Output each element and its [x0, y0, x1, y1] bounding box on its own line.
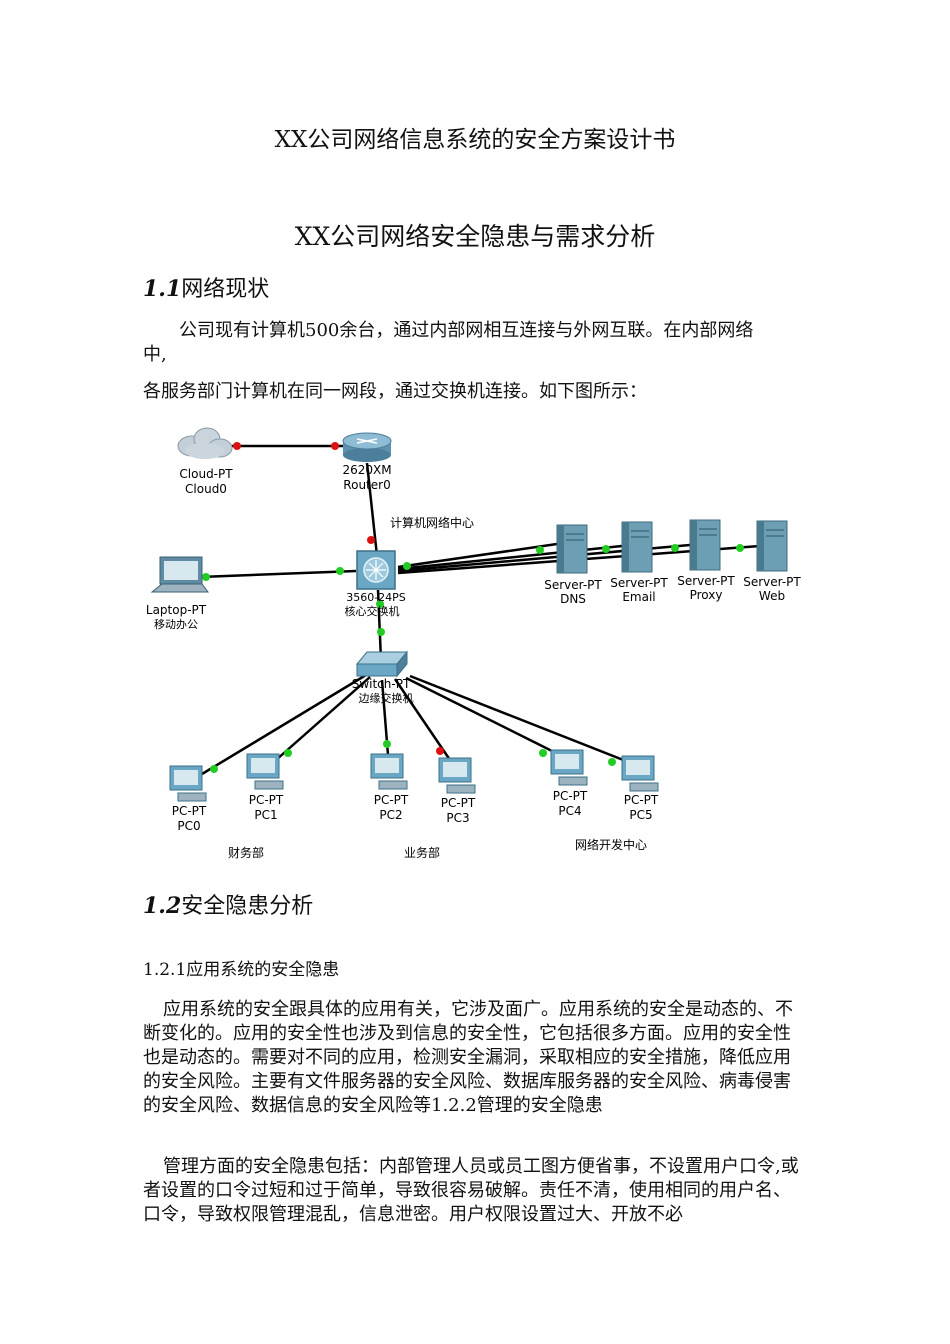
router-name-label: Router0 — [343, 478, 390, 492]
heading-label: 网络现状 — [181, 277, 270, 302]
pc-icon — [169, 765, 207, 802]
server-name-label: Proxy — [690, 588, 723, 602]
subheading-1-2-1: 1.2.1应用系统的安全隐患 — [143, 960, 340, 980]
pc-name-label: PC0 — [177, 819, 200, 833]
network-center-label: 计算机网络中心 — [390, 515, 474, 530]
router-icon — [342, 432, 392, 462]
pc-icon — [621, 755, 659, 792]
router-type-label: 2620XM — [342, 463, 391, 477]
document-title: XX公司网络信息系统的安全方案设计书 — [274, 127, 676, 153]
pc-type-label: PC-PT — [624, 793, 659, 807]
server-type-label: Server-PT — [677, 574, 735, 588]
server-name-label: Email — [622, 590, 655, 604]
laptop-type-label: Laptop-PT — [146, 603, 207, 617]
pc-icon — [370, 753, 408, 790]
pc-type-label: PC-PT — [172, 804, 207, 818]
server-type-label: Server-PT — [610, 576, 668, 590]
server-type-label: Server-PT — [743, 575, 801, 589]
pc-name-label: PC5 — [629, 808, 652, 822]
pc-name-label: PC3 — [446, 811, 469, 825]
server-icon — [621, 521, 653, 573]
pc-type-label: PC-PT — [374, 793, 409, 807]
paragraph-line: 公司现有计算机500余台，通过内部网相互连接与外网互联。在内部网络 — [179, 320, 754, 341]
paragraph-line: 中, — [143, 344, 167, 365]
department-label: 网络开发中心 — [575, 837, 647, 852]
server-icon — [689, 519, 721, 571]
edge-switch-type-label: Switch-PT — [352, 677, 411, 691]
core-switch-name-label: 核心交换机 — [345, 604, 400, 618]
pc-icon — [550, 749, 588, 786]
edge-switch-name-label: 边缘交换机 — [359, 691, 414, 705]
heading-label: 安全隐患分析 — [181, 894, 314, 919]
paragraph-line: 各服务部门计算机在同一网段，通过交换机连接。如下图所示： — [143, 381, 647, 402]
pc-icon — [438, 757, 476, 794]
server-icon — [756, 520, 788, 572]
server-name-label: DNS — [560, 592, 586, 606]
server-type-label: Server-PT — [544, 578, 602, 592]
heading-1-2: 1.2安全隐患分析 — [143, 888, 313, 920]
server-name-label: Web — [759, 589, 785, 603]
edge-switch-icon — [355, 650, 409, 678]
laptop-icon — [150, 556, 209, 593]
core-switch-type-label: 3560-24PS — [346, 591, 406, 604]
cloud-icon — [177, 427, 233, 459]
department-label: 业务部 — [404, 845, 440, 860]
heading-number: 1.1 — [143, 276, 182, 302]
pc-name-label: PC4 — [558, 804, 581, 818]
paragraph-application-security: 应用系统的安全跟具体的应用有关，它涉及面广。应用系统的安全是动态的、不断变化的。… — [143, 999, 793, 1116]
pc-type-label: PC-PT — [441, 796, 476, 810]
pc-icon — [246, 753, 284, 790]
pc-name-label: PC1 — [254, 808, 277, 822]
department-label: 财务部 — [228, 845, 264, 860]
heading-number: 1.2 — [143, 893, 182, 919]
pc-type-label: PC-PT — [249, 793, 284, 807]
laptop-name-label: 移动办公 — [154, 618, 198, 631]
network-topology-diagram: Cloud-PT Cloud0 2620XM Router0 计算机网络中心 3… — [146, 427, 801, 860]
pc-name-label: PC2 — [379, 808, 402, 822]
link-status-indicators — [202, 442, 744, 773]
section-title: XX公司网络安全隐患与需求分析 — [294, 222, 656, 251]
core-switch-icon — [356, 550, 396, 590]
heading-1-1: 1.1网络现状 — [143, 271, 269, 303]
paragraph-management-security: 管理方面的安全隐患包括：内部管理人员或员工图方便省事，不设置用户口令,或者设置的… — [143, 1156, 799, 1225]
server-icon — [556, 524, 588, 574]
network-links — [199, 444, 761, 776]
pc-type-label: PC-PT — [553, 789, 588, 803]
cloud-type-label: Cloud-PT — [179, 467, 233, 481]
cloud-name-label: Cloud0 — [185, 482, 227, 496]
